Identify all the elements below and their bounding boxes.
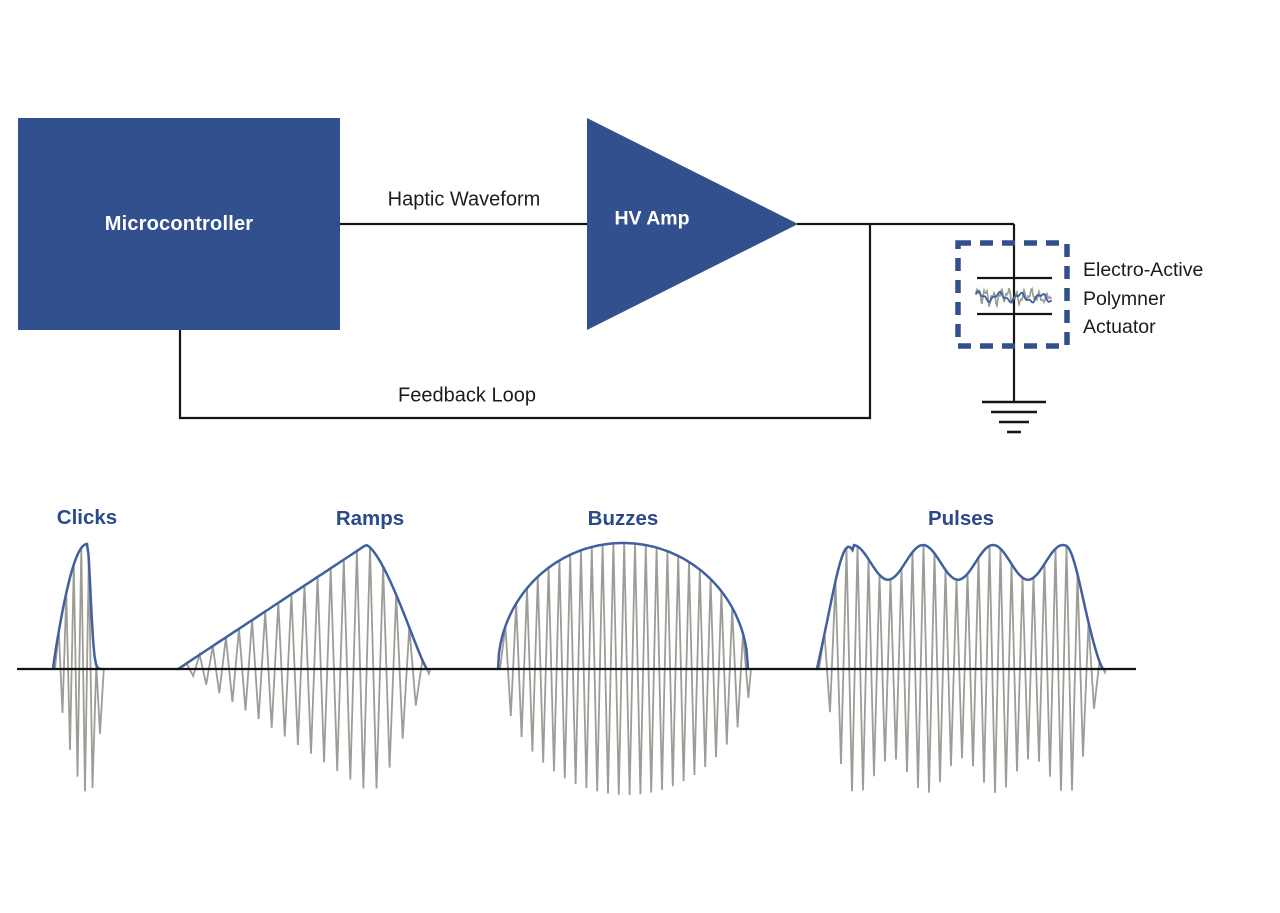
- waveform-label-clicks: Clicks: [56, 506, 118, 529]
- actuator-signal-squiggle: [975, 286, 1052, 309]
- pulses-waveform: [815, 543, 1107, 793]
- ramps-envelope: [176, 543, 429, 671]
- feedback-loop-label: Feedback Loop: [398, 384, 536, 407]
- ground-icon: [982, 400, 1046, 434]
- microcontroller-box: [18, 118, 340, 330]
- waveforms-layer: [17, 541, 1136, 796]
- pulses-carrier: [818, 544, 1107, 793]
- feedback-wire: [178, 223, 872, 420]
- actuator-label: Electro-Active Polymner Actuator: [1083, 256, 1203, 342]
- microcontroller-label: Microcontroller: [104, 212, 254, 235]
- haptic-waveform-label: Haptic Waveform: [387, 188, 541, 211]
- actuator-signal-blue: [975, 290, 1052, 304]
- clicks-envelope: [51, 542, 105, 671]
- actuator-label-line3: Actuator: [1083, 316, 1156, 338]
- actuator-label-line2: Polymner: [1083, 287, 1166, 310]
- waveform-label-pulses: Pulses: [927, 507, 995, 530]
- ramps-waveform: [176, 543, 431, 789]
- clicks-waveform: [51, 542, 107, 792]
- hv-amp-triangle: [587, 118, 798, 330]
- hv-amp-label: HV Amp: [614, 207, 690, 230]
- waveform-label-buzzes: Buzzes: [587, 507, 659, 530]
- actuator-label-line1: Electro-Active: [1083, 259, 1204, 281]
- buzzes-envelope: [496, 541, 750, 671]
- pulses-envelope: [815, 543, 1105, 671]
- actuator-dashed-box: [955, 240, 1070, 349]
- waveform-label-ramps: Ramps: [335, 507, 405, 530]
